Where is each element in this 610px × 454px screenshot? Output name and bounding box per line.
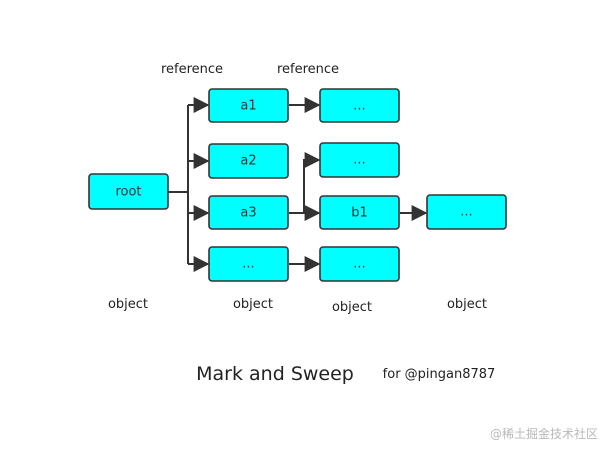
object-label-2: object — [233, 297, 273, 312]
node-a1-label: a1 — [240, 99, 256, 114]
node-c1-label: ... — [353, 99, 365, 114]
node-d1-label: ... — [460, 205, 472, 220]
object-label-3: object — [332, 300, 372, 315]
node-d1: ... — [426, 194, 507, 230]
author-credit: for @pingan8787 — [383, 367, 496, 382]
diagram-title: Mark and Sweep — [196, 363, 354, 385]
node-c4-label: ... — [353, 257, 365, 272]
node-root: root — [88, 173, 169, 210]
node-c2-label: ... — [353, 153, 365, 168]
node-a1: a1 — [208, 88, 289, 123]
edges — [168, 97, 428, 272]
node-a3-label: a3 — [240, 206, 256, 221]
node-root-label: root — [115, 185, 141, 200]
node-c4: ... — [319, 246, 400, 282]
node-a2: a2 — [208, 143, 289, 179]
edge-a3-c2 — [303, 152, 321, 213]
watermark: @稀土掘金技术社区 — [490, 426, 598, 441]
node-c1: ... — [319, 88, 400, 123]
object-label-4: object — [447, 297, 487, 312]
reference-label-2: reference — [277, 62, 339, 77]
node-b1-label: b1 — [351, 206, 368, 221]
node-a2-label: a2 — [240, 154, 256, 169]
node-c2: ... — [319, 142, 400, 178]
node-a3: a3 — [208, 195, 289, 230]
object-label-1: object — [108, 297, 148, 312]
node-b1: b1 — [319, 195, 400, 230]
node-a4-label: ... — [242, 257, 254, 272]
node-a4: ... — [208, 246, 289, 282]
reference-label-1: reference — [161, 62, 223, 77]
